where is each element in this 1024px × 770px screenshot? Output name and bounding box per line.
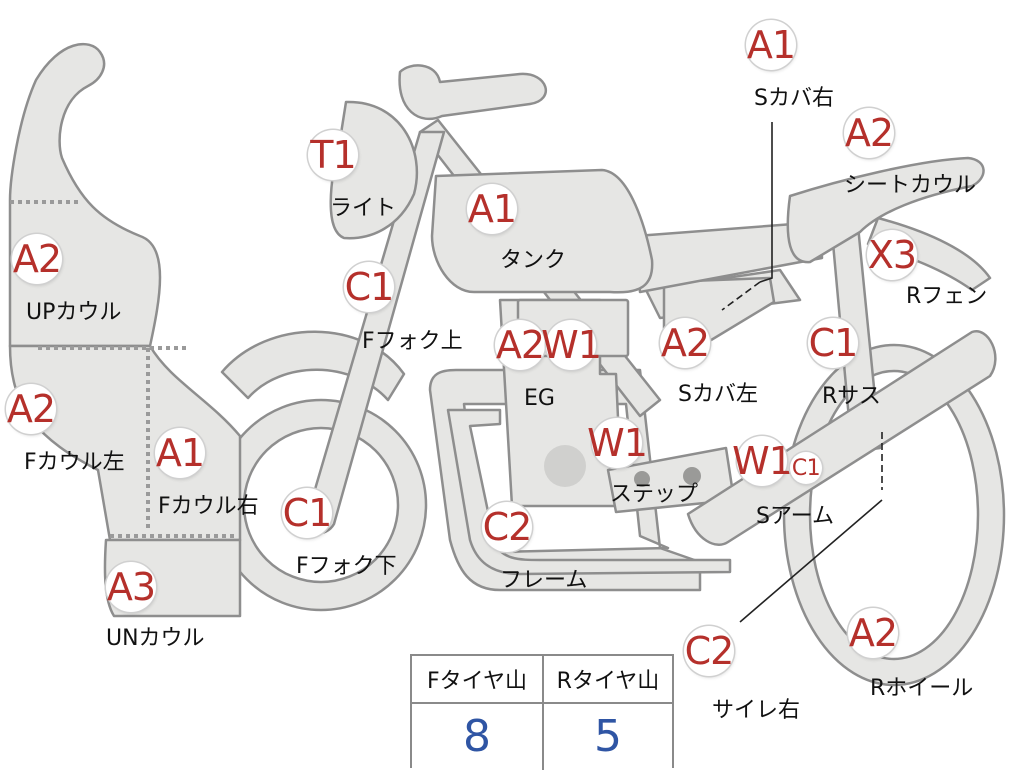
part-label: タンク (500, 248, 567, 273)
part-code-badge[interactable]: A2 (844, 108, 894, 158)
front-tire-header: Fタイヤ山 (412, 656, 542, 702)
part-label: フレーム (500, 568, 588, 593)
table-divider-vertical (542, 656, 544, 770)
part-code-badge[interactable]: A3 (106, 562, 156, 612)
part-label: Fフォク上 (362, 329, 463, 354)
part-label: ステップ (610, 482, 699, 507)
part-code-badge[interactable]: C1 (790, 452, 822, 484)
part-label: Rサス (822, 384, 881, 409)
part-code-badge[interactable]: C1 (344, 262, 394, 312)
part-label: UNカウル (106, 626, 205, 651)
part-code-badge[interactable]: A2 (12, 234, 62, 284)
rear-tire-value: 5 (544, 702, 672, 770)
part-code-badge[interactable]: C1 (282, 488, 332, 538)
part-label: シートカウル (844, 173, 977, 198)
part-code-badge[interactable]: W1 (541, 320, 602, 370)
part-code-badge[interactable]: A1 (746, 20, 796, 70)
part-code-badge[interactable]: A2 (6, 384, 56, 434)
part-code-badge[interactable]: A1 (467, 184, 517, 234)
part-code-badge[interactable]: C1 (808, 318, 858, 368)
part-label: サイレ右 (712, 698, 801, 723)
seat-cowl (786, 156, 985, 264)
handlebar (398, 64, 548, 121)
part-code-badge[interactable]: A2 (848, 608, 898, 658)
part-label: ライト (330, 196, 397, 221)
part-code-badge[interactable]: T1 (308, 130, 358, 180)
part-label: Sカバ右 (754, 86, 834, 111)
rear-tire-header: Rタイヤ山 (544, 656, 672, 702)
leader-side-cover-right (759, 122, 773, 283)
part-label: EG (524, 386, 555, 411)
part-code-badge[interactable]: X3 (867, 230, 917, 280)
front-wheel (214, 398, 428, 612)
part-code-badge[interactable]: W1 (732, 436, 793, 486)
part-label: Sカバ左 (678, 382, 758, 407)
tire-tread-table: Fタイヤ山 Rタイヤ山 8 5 (410, 654, 674, 770)
front-tire-value: 8 (412, 702, 542, 770)
part-label: Rフェン (906, 284, 988, 309)
part-code-badge[interactable]: W1 (587, 418, 648, 468)
part-code-badge[interactable]: A2 (495, 320, 545, 370)
part-label: Sアーム (756, 504, 834, 529)
swing-arm (686, 330, 997, 546)
part-label: Fカウル右 (158, 494, 259, 519)
leader-side-cover-right-dash (721, 281, 761, 311)
part-label: Fフォク下 (296, 554, 397, 579)
step-dot-1 (634, 471, 650, 487)
part-code-badge[interactable]: C2 (482, 502, 532, 552)
part-label: Rホイール (870, 676, 974, 701)
part-code-badge[interactable]: A2 (660, 318, 710, 368)
part-code-badge[interactable]: A1 (155, 428, 205, 478)
step-dot-2 (683, 467, 701, 485)
part-label: Fカウル左 (24, 450, 125, 475)
part-code-badge[interactable]: C2 (684, 626, 734, 676)
part-label: UPカウル (26, 300, 122, 325)
leader-silencer (739, 499, 883, 623)
engine-cover (544, 445, 586, 487)
